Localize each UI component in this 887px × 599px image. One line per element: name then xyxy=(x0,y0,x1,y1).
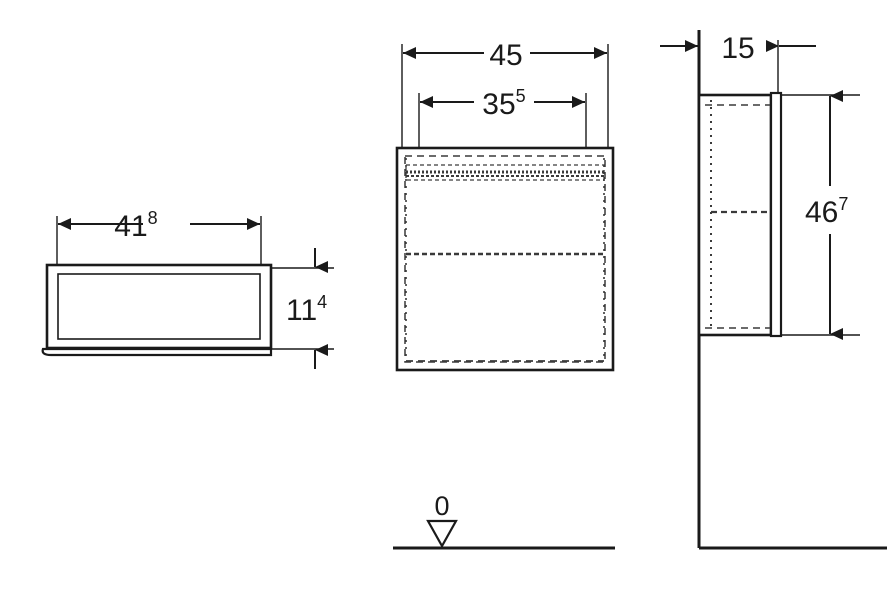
dimension-label-side-height: 467 xyxy=(805,194,848,229)
side-view-door-panel xyxy=(769,91,783,338)
top-view-group: 418 114 xyxy=(41,208,334,369)
front-view-group: 45 355 xyxy=(395,39,615,372)
top-view-inner-opening xyxy=(57,273,261,340)
top-view-handle-lip xyxy=(41,347,273,357)
front-view-interior-outline xyxy=(404,155,606,363)
datum-triangle-icon xyxy=(426,519,458,549)
dimension-label-top-width: 418 xyxy=(114,208,157,243)
front-view-cabinet-body xyxy=(395,146,615,372)
dimension-label-front-inner: 355 xyxy=(482,86,525,121)
dimension-label-top-depth: 114 xyxy=(286,292,327,327)
datum-group: 0 xyxy=(393,491,615,550)
dimension-label-side-depth: 15 xyxy=(721,32,754,65)
dimension-label-front-width: 45 xyxy=(489,39,522,72)
side-view-cabinet-body xyxy=(697,93,773,337)
datum-label: 0 xyxy=(434,491,449,521)
side-view-group: 15 467 xyxy=(660,30,887,550)
